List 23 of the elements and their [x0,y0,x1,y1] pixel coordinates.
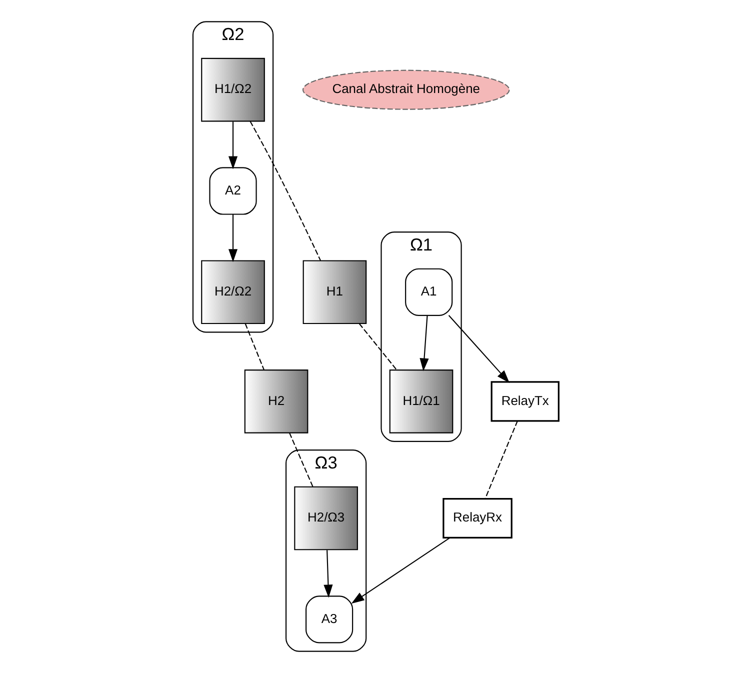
node-box: A3 [306,596,354,644]
arrow [448,315,510,383]
node-box: H2/Ω3 [294,486,358,550]
connector [358,323,398,370]
arrow [420,315,429,372]
node-box: H1/Ω2 [201,58,265,122]
connector [244,323,264,370]
node-box: RelayRx [442,498,512,539]
arrow [351,538,450,604]
connector [484,420,518,499]
node-box: H2/Ω2 [201,260,265,324]
arrow [324,550,333,598]
connector [250,121,321,261]
node-ellipse: Canal Abstrait Homogène [302,70,510,110]
node-box: RelayTx [490,381,560,422]
arrow [228,122,238,170]
arrow [228,214,238,262]
connector [289,432,314,487]
node-box: H1 [302,260,367,324]
node-box: A1 [405,268,453,316]
node-box: H2 [244,370,308,434]
node-box: A2 [209,167,257,215]
node-box: H1/Ω1 [389,370,454,434]
